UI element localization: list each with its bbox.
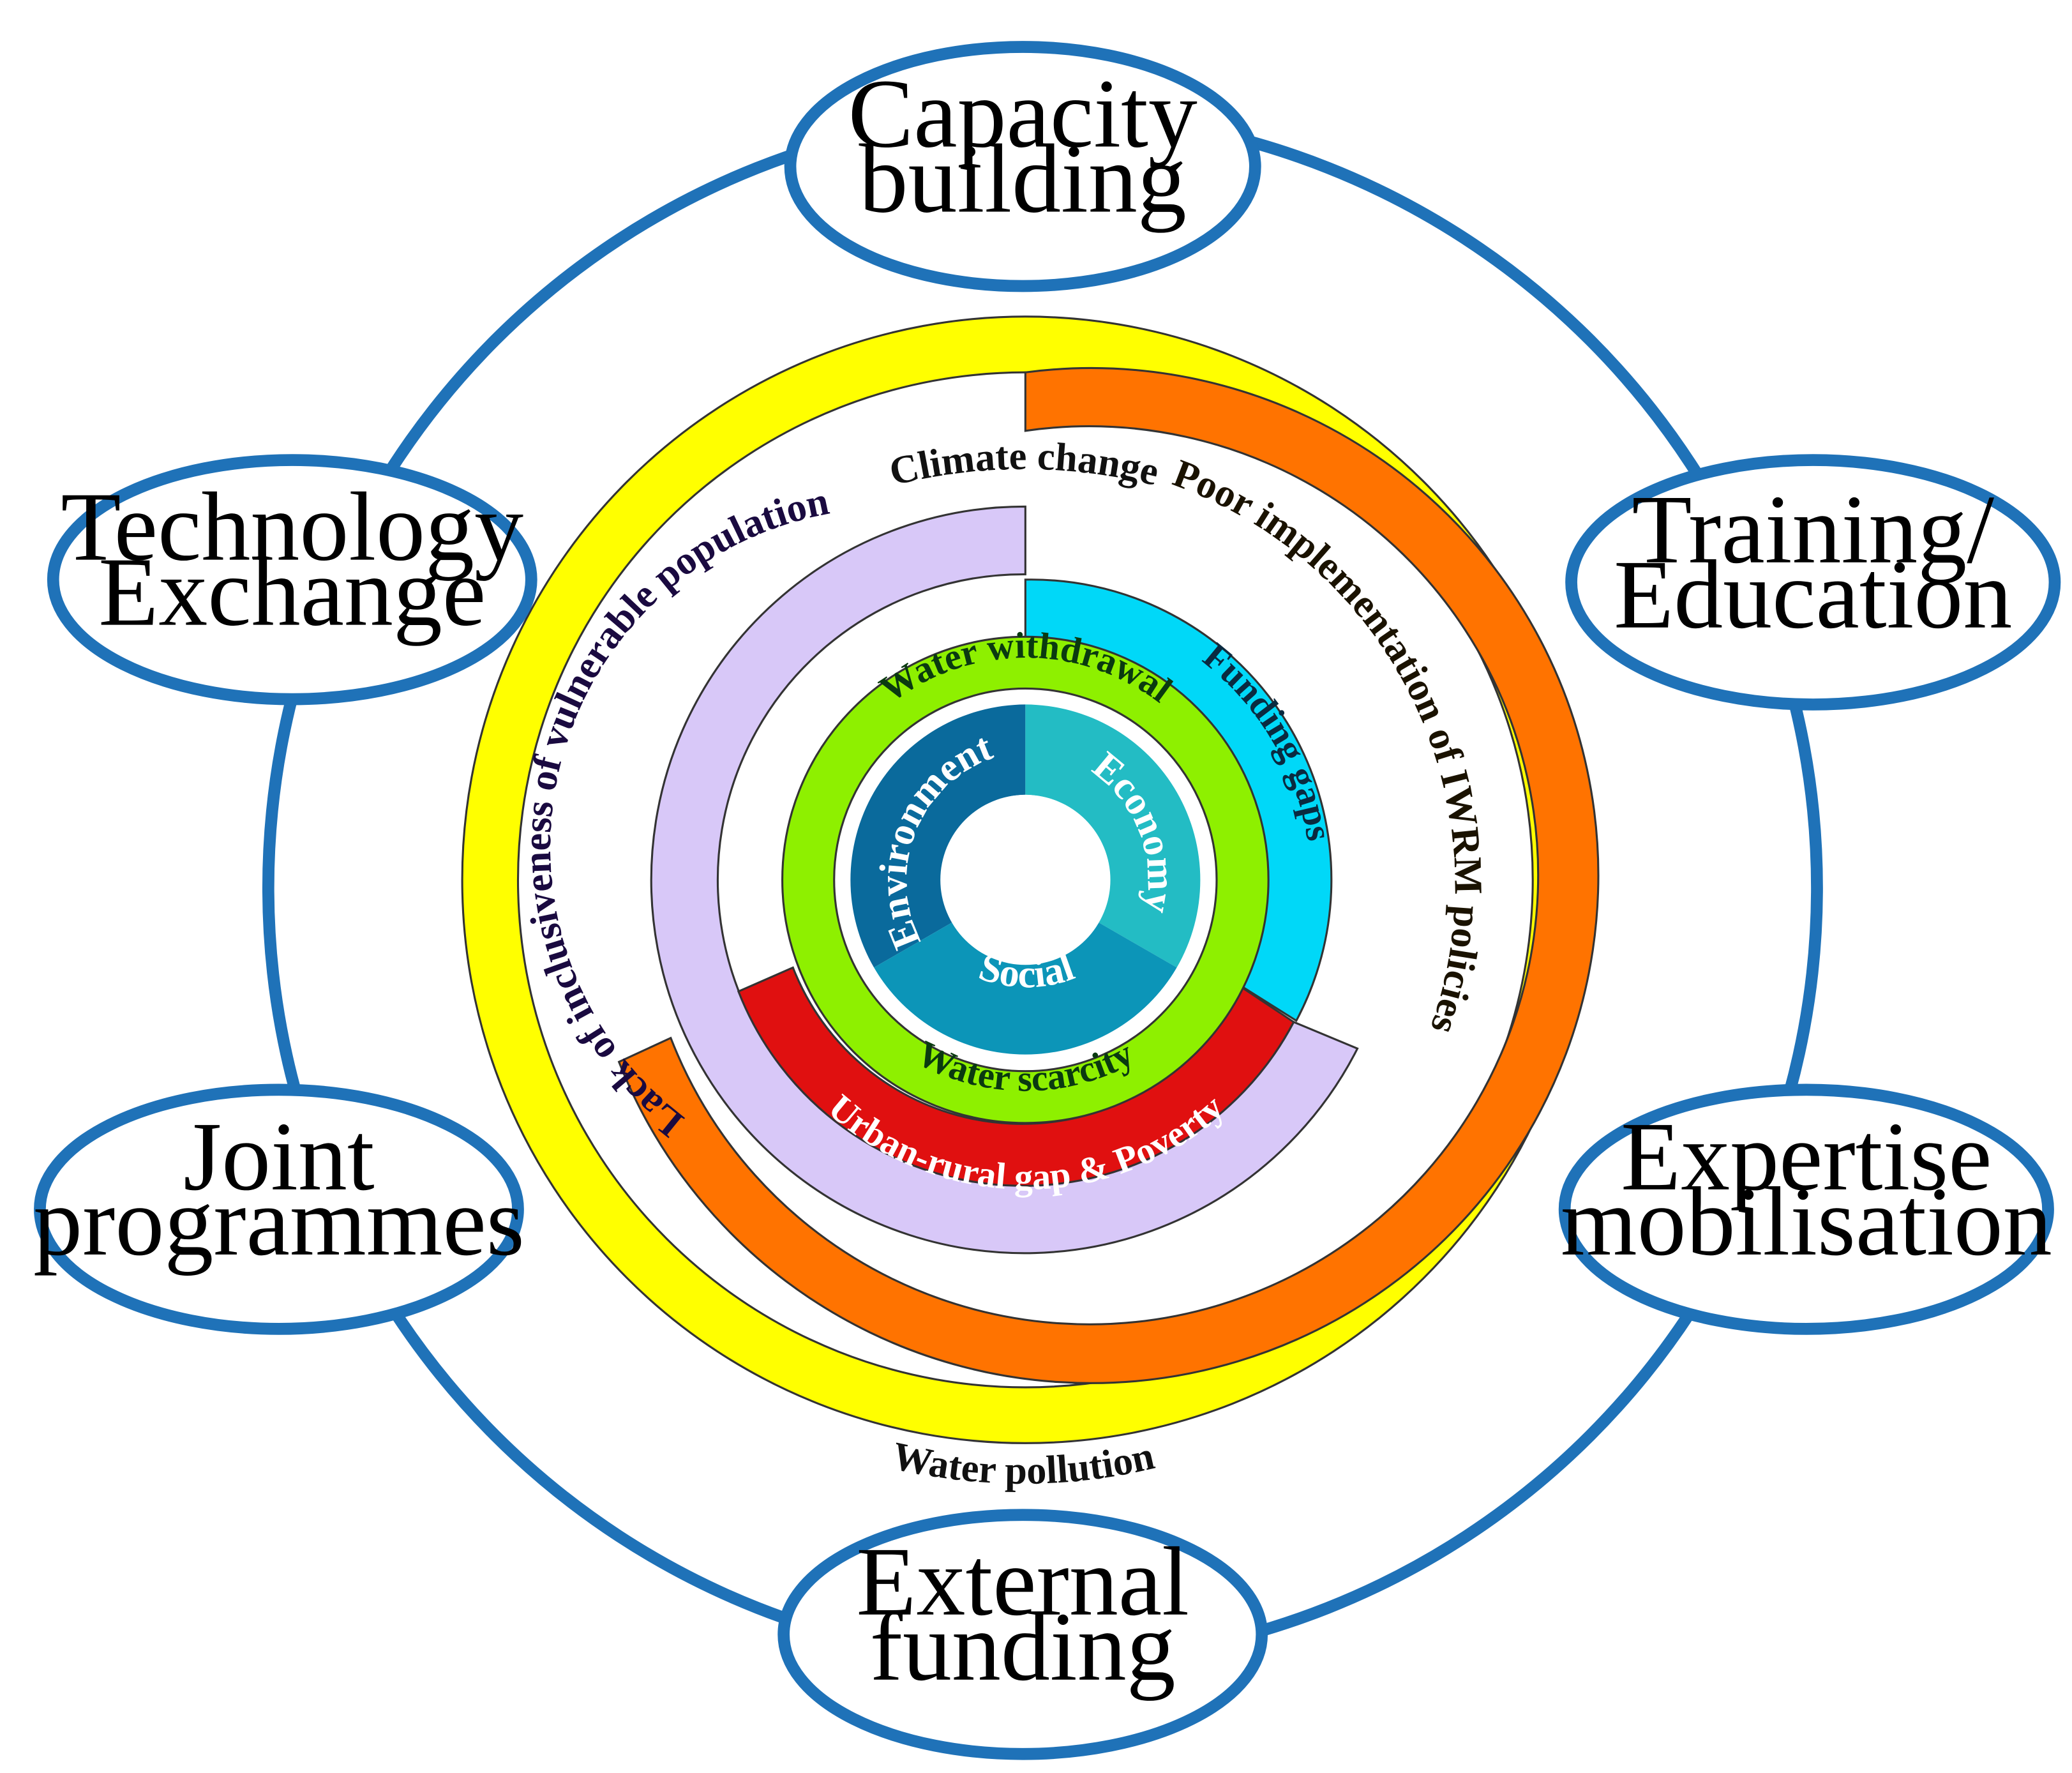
urban-rural-arc (737, 966, 1295, 1187)
economy-segment (1025, 704, 1201, 968)
environment-segment (850, 704, 1026, 968)
svg-text:External: External (856, 1528, 1189, 1636)
svg-text:programmes: programmes (33, 1168, 525, 1276)
node-technology-exchange: Technology Exchange (47, 454, 537, 705)
svg-text:Expertise: Expertise (1621, 1103, 1992, 1211)
poor-implementation-arc (617, 367, 1600, 1384)
svg-text:Joint: Joint (183, 1103, 374, 1211)
node-training-education: Training/ Education (1565, 454, 2061, 711)
node-external-funding: External funding (777, 1509, 1268, 1760)
svg-text:Technology: Technology (61, 473, 523, 582)
social-label: Social (974, 944, 1079, 996)
node-capacity-building: Capacity building (784, 41, 1261, 292)
node-expertise-mobilisation: Expertise mobilisation (1558, 1083, 2054, 1335)
svg-text:Education: Education (1614, 541, 2012, 649)
svg-text:funding: funding (870, 1593, 1176, 1701)
svg-text:mobilisation: mobilisation (1561, 1168, 2052, 1276)
node-joint-programmes: Joint programmes (33, 1083, 525, 1335)
svg-text:Capacity: Capacity (848, 60, 1197, 169)
svg-text:building: building (859, 124, 1187, 233)
svg-text:Training/: Training/ (1632, 476, 1994, 584)
social-segment (874, 922, 1177, 1055)
svg-text:Exchange: Exchange (98, 538, 486, 647)
lack-inclusiveness-arc (650, 505, 1359, 1255)
core-center (940, 794, 1111, 965)
